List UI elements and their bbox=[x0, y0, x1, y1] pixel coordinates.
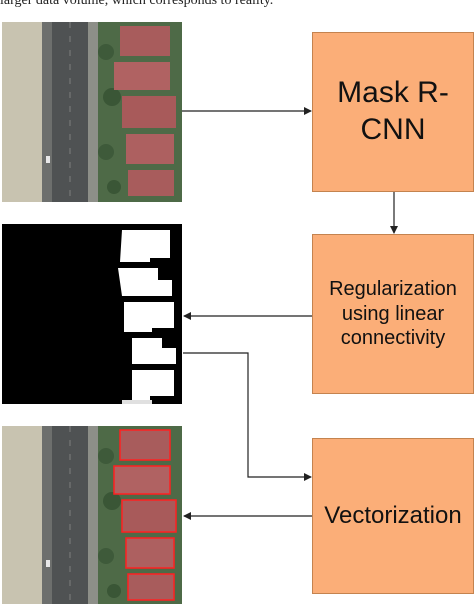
regularization-label: Regularization using linear connectivity bbox=[329, 278, 457, 350]
aerial-image-output bbox=[2, 426, 182, 604]
arrow-mask-to-vectorization bbox=[183, 352, 312, 481]
mask-rcnn-label: Mask R-CNN bbox=[337, 76, 449, 146]
aerial-image-input bbox=[2, 22, 182, 202]
mask-rcnn-box: Mask R-CNN bbox=[312, 32, 474, 192]
regularization-box: Regularization using linear connectivity bbox=[312, 234, 474, 394]
vectorization-box: Vectorization bbox=[312, 438, 474, 594]
segmentation-mask bbox=[2, 224, 182, 404]
caption-fragment: larger data volume, which corresponds to… bbox=[0, 0, 274, 8]
vectorization-label: Vectorization bbox=[324, 502, 462, 530]
